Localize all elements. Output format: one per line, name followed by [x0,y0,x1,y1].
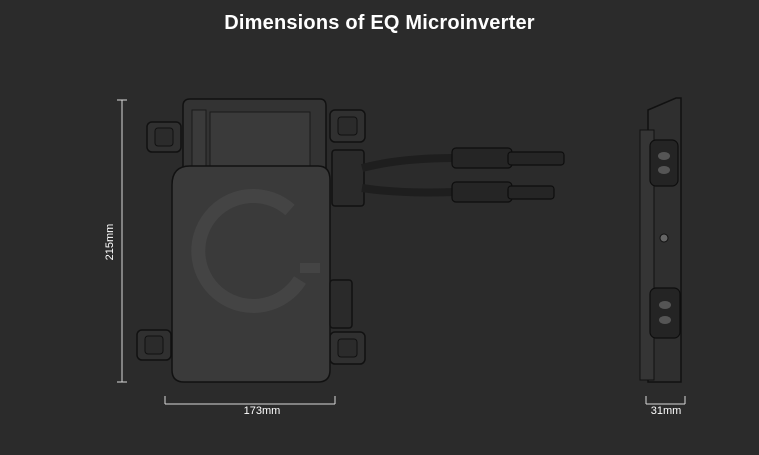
microinverter-side-view [639,97,682,383]
height-dimension-line [117,99,127,383]
width-dimension-line [164,396,336,405]
height-label: 215mm [104,223,116,261]
depth-label: 31mm [650,405,682,417]
diagram-title: Dimensions of EQ Microinverter [224,12,535,34]
depth-dimension-line [645,396,686,405]
microinverter-front-view [136,98,565,383]
width-label: 173mm [243,405,281,417]
